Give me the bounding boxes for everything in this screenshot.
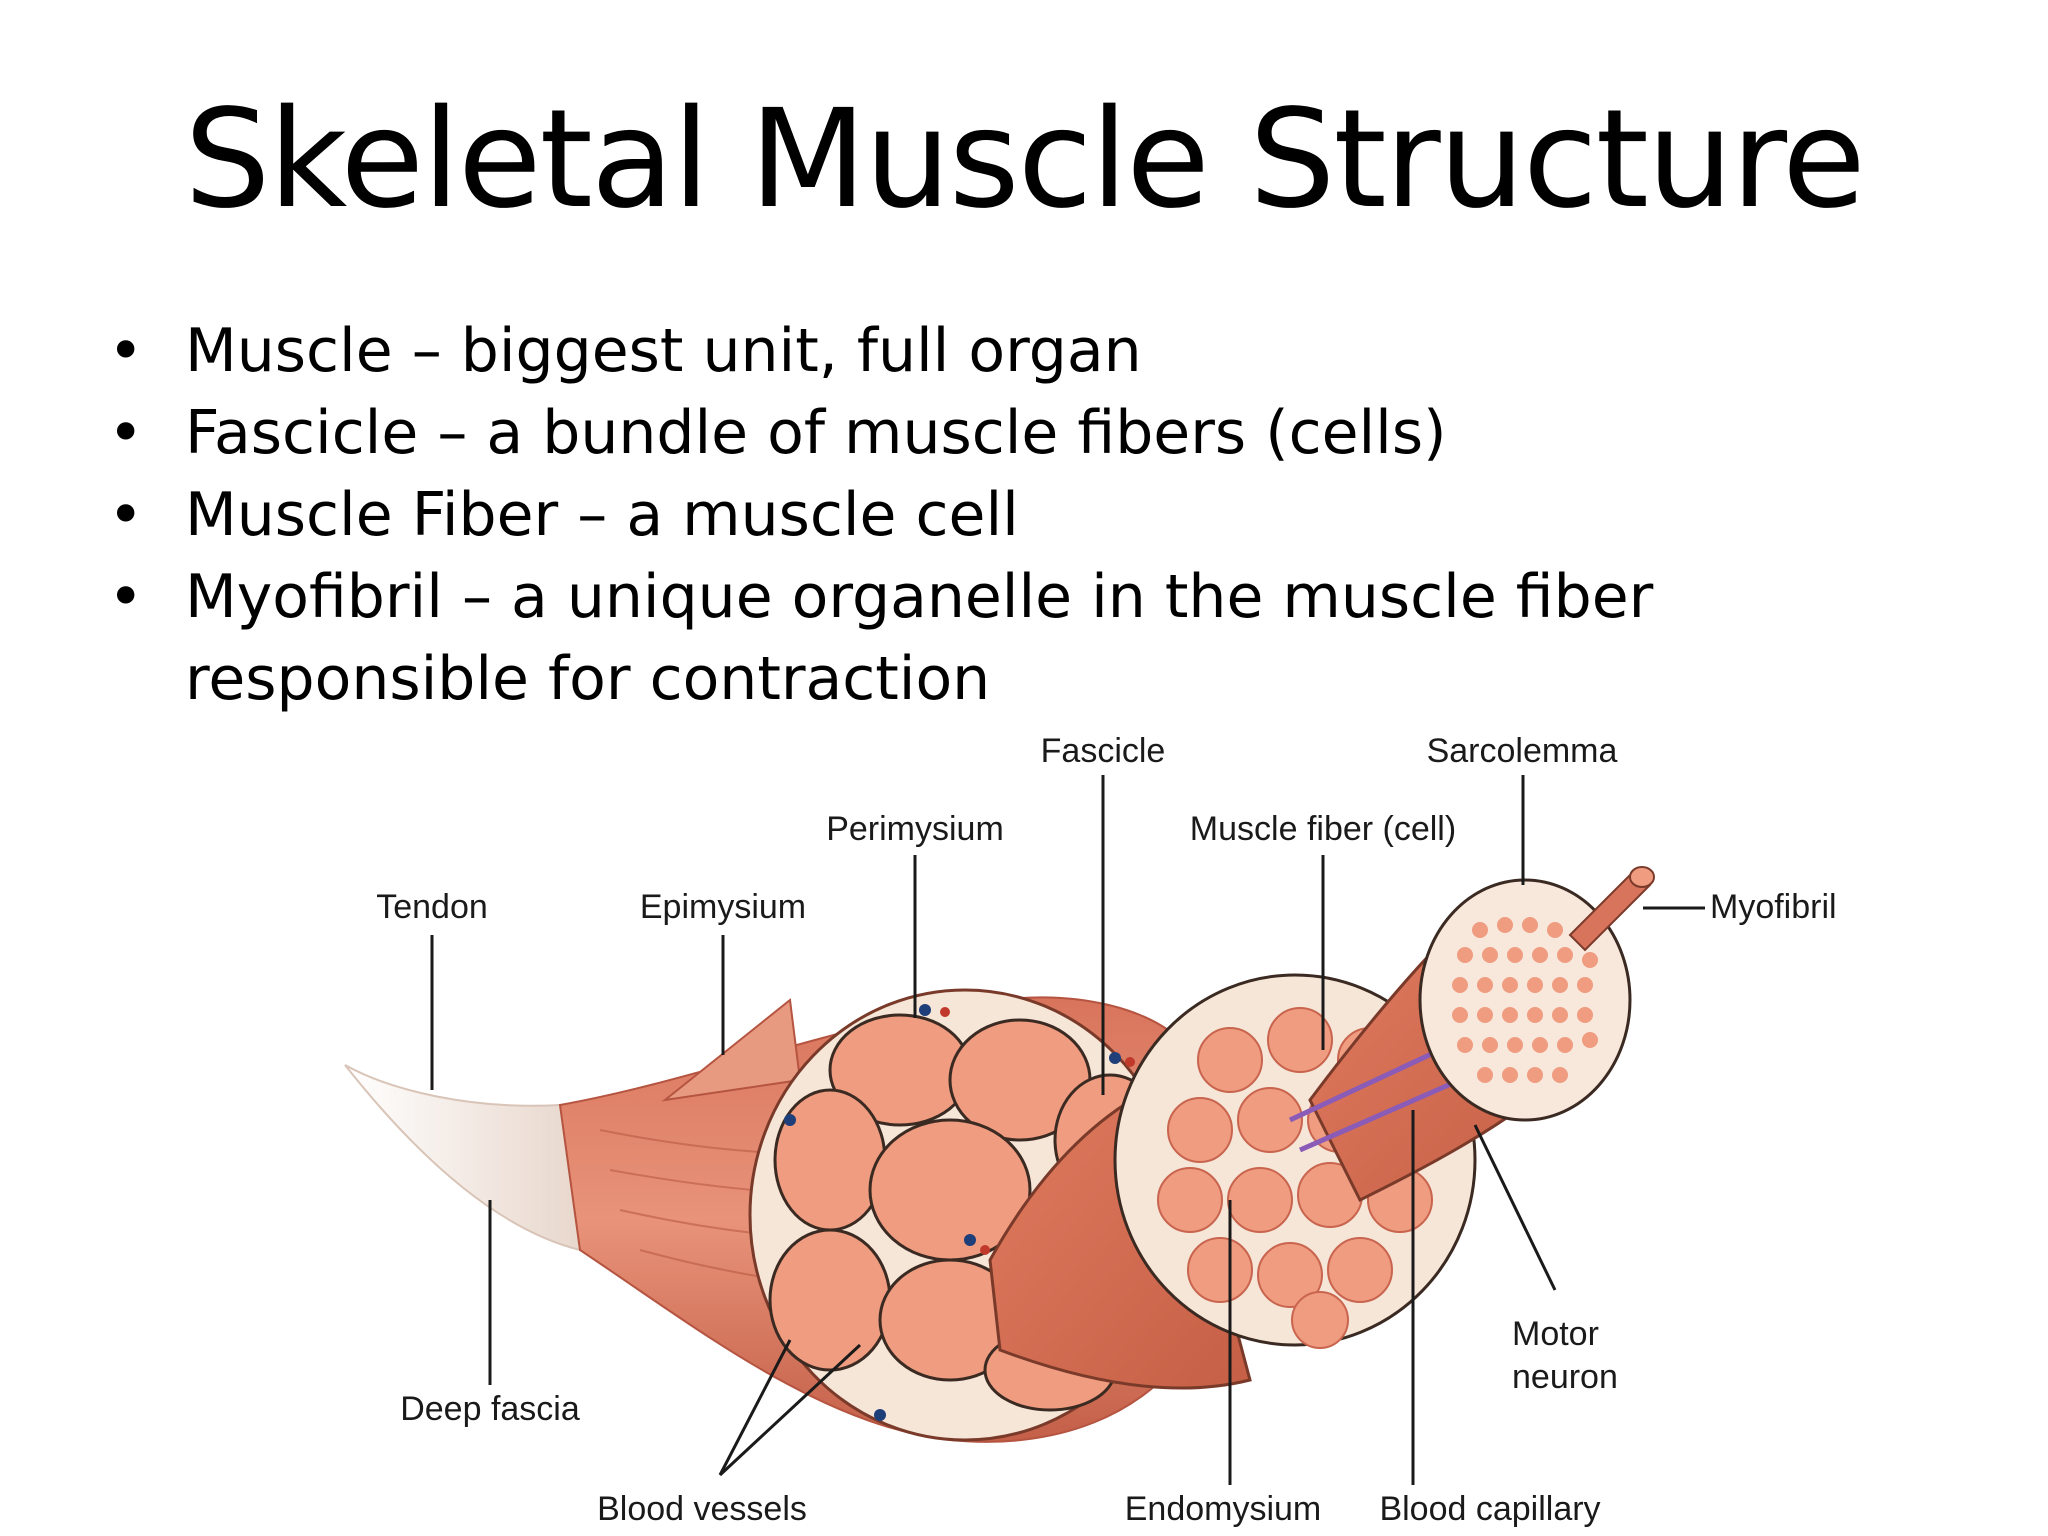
epimysium-flap — [661, 998, 802, 1102]
label-myofibril: Myofibril — [1710, 888, 1837, 926]
label-perimysium: Perimysium — [826, 810, 1004, 848]
tendon-shape — [344, 1064, 582, 1252]
bullet-dot-icon: • — [108, 398, 144, 468]
slide-title: Skeletal Muscle Structure — [184, 81, 1866, 239]
label-sarcolemma: Sarcolemma — [1427, 732, 1618, 770]
myofibril-rod-end — [1629, 866, 1655, 888]
blood-vessel-dots — [784, 1004, 1135, 1421]
bullet-text: Fascicle – a bundle of muscle fibers (ce… — [185, 398, 1447, 468]
label-tendon: Tendon — [376, 888, 488, 926]
bullet-list: • Muscle – biggest unit, full organ • Fasc… — [108, 310, 2008, 720]
bullet-item: • Muscle Fiber – a muscle cell — [108, 474, 2008, 556]
label-motor-neuron-1: Motor — [1512, 1315, 1599, 1353]
label-fascicle: Fascicle — [1041, 732, 1166, 770]
bullet-item: • Muscle – biggest unit, full organ — [108, 310, 2008, 392]
label-blood-capillary: Blood capillary — [1379, 1490, 1600, 1528]
leader-lines — [430, 775, 1705, 1485]
myofibril-dots — [1452, 917, 1598, 1083]
bullet-item: • Fascicle – a bundle of muscle fibers (c… — [108, 392, 2008, 474]
bullet-item: • Myofibril – a unique organelle in the m… — [108, 556, 2008, 720]
bullet-text: Myofibril – a unique organelle in the mu… — [185, 562, 1654, 714]
bullet-text: Muscle – biggest unit, full organ — [185, 316, 1142, 386]
bullet-text: Muscle Fiber – a muscle cell — [185, 480, 1019, 550]
label-epimysium: Epimysium — [640, 888, 806, 926]
bullet-dot-icon: • — [108, 562, 144, 632]
label-blood-vessels: Blood vessels — [597, 1490, 807, 1528]
bullet-dot-icon: • — [108, 316, 144, 386]
label-deep-fascia: Deep fascia — [400, 1390, 580, 1428]
label-motor-neuron-2: neuron — [1512, 1358, 1618, 1396]
bullet-dot-icon: • — [108, 480, 144, 550]
motor-neuron-fibers — [1288, 1047, 1462, 1153]
label-muscle-fiber: Muscle fiber (cell) — [1190, 810, 1456, 848]
label-endomysium: Endomysium — [1125, 1490, 1322, 1528]
